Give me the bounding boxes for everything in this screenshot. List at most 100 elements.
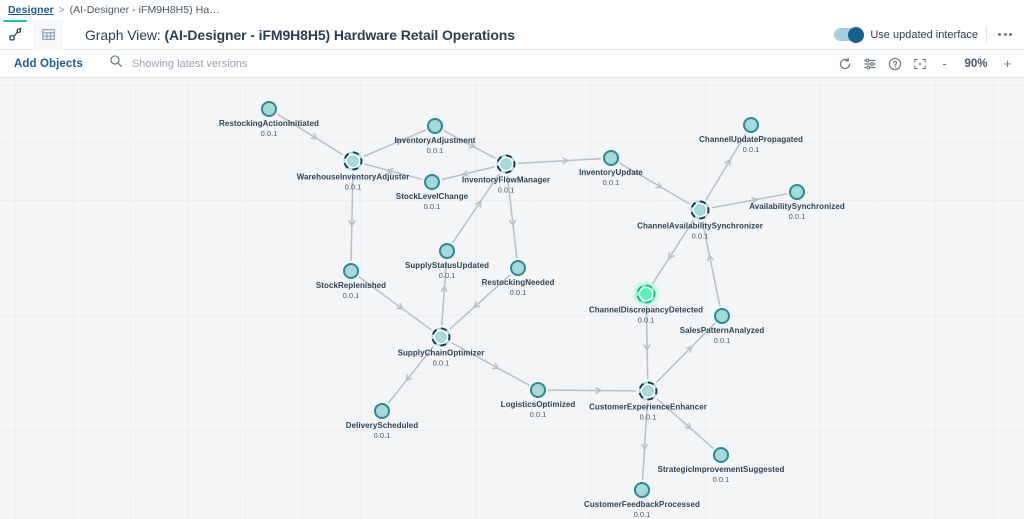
graph-edge-arrowhead [386, 168, 394, 175]
graph-edge [364, 163, 423, 181]
graph-edge [506, 175, 518, 259]
fit-to-screen-icon[interactable] [913, 57, 927, 71]
updated-interface-toggle[interactable]: Use updated interface [834, 26, 978, 43]
node-circle-icon [431, 327, 451, 347]
toolbar-actions: - 90% + [838, 57, 1024, 71]
graph-edge [701, 221, 721, 307]
graph-edge-arrowhead [668, 252, 675, 260]
graph-edge-arrowhead [405, 374, 413, 382]
graph-view-tab[interactable] [0, 19, 30, 50]
graph-edge [711, 193, 788, 209]
toggle-switch[interactable] [834, 26, 865, 43]
node-circle-icon [343, 151, 363, 171]
graph-edge-arrowhead [473, 301, 481, 309]
graph-edge-arrowhead [595, 387, 602, 395]
graph-edge [619, 162, 691, 205]
graph-edge-arrowhead [643, 344, 651, 351]
node-circle-icon [638, 381, 658, 401]
search-input[interactable]: Showing latest versions [131, 57, 248, 70]
refresh-icon[interactable] [838, 57, 852, 71]
graph-edge-arrowhead [310, 132, 318, 140]
graph-edge [277, 113, 344, 156]
overflow-menu-button[interactable] [995, 29, 1015, 40]
graph-edge-arrowhead [396, 302, 404, 310]
search-icon[interactable] [109, 54, 123, 73]
breadcrumb: Designer > (AI-Designer - iFM9H8H5) Ha… [0, 0, 1024, 20]
graph-edge [655, 322, 716, 383]
graph-edge [350, 172, 354, 262]
graph-edge-arrowhead [684, 422, 692, 430]
filter-sliders-icon[interactable] [863, 57, 877, 71]
table-view-tab[interactable] [33, 19, 63, 50]
node-circle-icon [374, 403, 390, 419]
graph-edge-arrowhead [655, 182, 663, 189]
graph-edge-arrowhead [440, 285, 448, 293]
node-circle-icon [439, 243, 455, 259]
graph-edge [547, 389, 637, 392]
graph-edge-arrowhead [394, 139, 402, 146]
zoom-in-button[interactable]: + [1003, 56, 1012, 71]
breadcrumb-root-link[interactable]: Designer [8, 4, 54, 16]
graph-edge [449, 274, 512, 330]
page-title: Graph View: (AI-Designer - iFM9H8H5) Har… [85, 27, 515, 43]
node-circle-icon [427, 118, 443, 134]
graph-edge-arrowhead [462, 169, 469, 177]
graph-edge [656, 398, 714, 449]
search-area[interactable]: Showing latest versions [109, 54, 248, 73]
node-circle-icon [743, 117, 759, 133]
graph-edge [358, 276, 432, 331]
node-circle-icon [530, 382, 546, 398]
graph-edge-arrowhead [509, 219, 516, 226]
node-circle-icon [603, 150, 619, 166]
add-objects-button[interactable]: Add Objects [14, 57, 83, 70]
node-circle-icon [636, 284, 656, 304]
table-grid-icon [41, 27, 56, 42]
zoom-out-button[interactable]: - [942, 56, 947, 71]
view-tabs [0, 19, 63, 50]
graph-edge-arrowhead [491, 362, 499, 370]
graph-edge-arrowhead [468, 141, 476, 149]
node-circle-icon [510, 260, 526, 276]
graph-edges [277, 113, 788, 481]
graph-edge [443, 130, 496, 159]
node-circle-icon [714, 308, 730, 324]
graph-edge [451, 173, 500, 244]
page-title-prefix: Graph View: [85, 26, 165, 43]
graph-edge [705, 133, 747, 201]
node-circle-icon [713, 447, 729, 463]
help-circle-icon[interactable] [888, 57, 902, 71]
graph-edge-arrowhead [685, 346, 693, 353]
node-circle-icon [496, 154, 516, 174]
toolbar: Add Objects Showing latest versions [0, 50, 1024, 78]
node-circle-icon [424, 174, 440, 190]
graph-edge [517, 157, 602, 165]
header-bar: Graph View: (AI-Designer - iFM9H8H5) Har… [0, 19, 1024, 50]
graph-edge-arrowhead [641, 443, 649, 450]
graph-edge-arrowhead [348, 220, 356, 227]
graph-edge-arrowhead [751, 196, 758, 204]
node-circle-icon [690, 200, 710, 220]
page-title-name: (AI-Designer - iFM9H8H5) Hardware Retail… [164, 26, 515, 43]
